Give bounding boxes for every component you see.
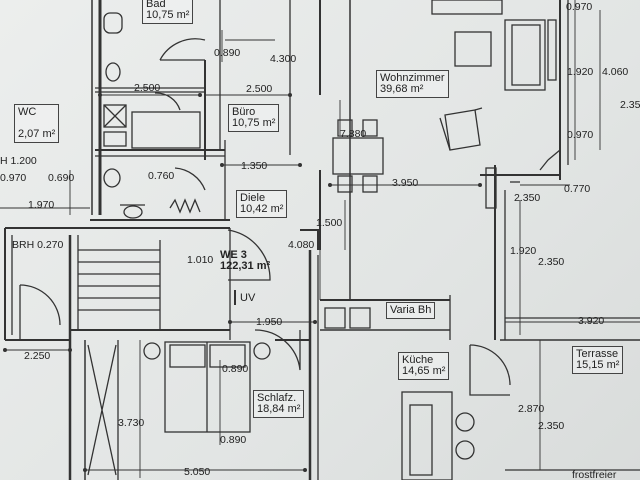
dim-1500: 1.500: [316, 217, 343, 229]
dim-2350a: 2.350: [514, 192, 541, 204]
dim-2500a: 2.500: [134, 82, 161, 94]
room-bad: Bad 10,75 m²: [142, 0, 194, 24]
room-diele: Diele 10,42 m²: [236, 190, 288, 218]
dim-1970: 1.970: [28, 199, 55, 211]
room-kueche: Küche 14,65 m²: [398, 352, 450, 380]
room-schlafz-name: Schlafz.: [257, 392, 297, 404]
room-buero: Büro 10,75 m²: [228, 104, 280, 132]
room-kueche-area: 14,65 m²: [402, 365, 446, 377]
dim-2350c: 2.350: [538, 420, 565, 432]
dim-0890a: 0.890: [214, 47, 241, 59]
label-uv: UV: [240, 292, 256, 304]
room-wc: WC 2,07 m²: [14, 104, 60, 143]
room-schlafz: Schlafz. 18,84 m²: [253, 390, 305, 418]
room-terrasse: Terrasse 15,15 m²: [572, 346, 624, 374]
room-wohnzimmer-name: Wohnzimmer: [380, 72, 445, 84]
room-varia: Varia Bh: [386, 302, 436, 319]
dim-1920b: 1.920: [510, 245, 537, 257]
dim-2500b: 2.500: [246, 83, 273, 95]
dim-3920: 3.920: [578, 315, 605, 327]
room-schlafz-area: 18,84 m²: [257, 403, 301, 415]
room-wc-area: 2,07 m²: [18, 128, 56, 140]
dim-0970b: 0.970: [567, 129, 594, 141]
dim-0770: 0.770: [564, 183, 591, 195]
room-we3-name: WE 3: [220, 249, 247, 261]
room-wohnzimmer: Wohnzimmer 39,68 m²: [376, 70, 449, 98]
dim-4060: 4.060: [602, 66, 629, 78]
dim-2350d: 2.35: [620, 99, 640, 111]
dim-1920: 1.920: [567, 66, 594, 78]
room-kueche-name: Küche: [402, 354, 434, 366]
room-we3: WE 3 122,31 m²: [220, 250, 270, 272]
room-varia-name: Varia Bh: [390, 304, 432, 316]
dim-0970a: 0.970: [566, 1, 593, 13]
dim-4080: 4.080: [288, 239, 315, 251]
dim-0690: 0.690: [48, 172, 75, 184]
dim-0970c: 0.970: [0, 172, 27, 184]
dim-3950: 3.950: [392, 177, 419, 189]
dim-1010: 1.010: [187, 254, 214, 266]
room-terrasse-name: Terrasse: [576, 348, 619, 360]
dim-2350b: 2.350: [538, 256, 565, 268]
room-buero-area: 10,75 m²: [232, 117, 276, 129]
label-brh-left: BRH 0.270: [12, 239, 64, 251]
dim-4300: 4.300: [270, 53, 297, 65]
room-terrasse-area: 15,15 m²: [576, 359, 620, 371]
dim-0890c: 0.890: [220, 434, 247, 446]
dim-0760: 0.760: [148, 170, 175, 182]
room-bad-name: Bad: [146, 0, 166, 10]
dim-5050: 5.050: [184, 466, 211, 478]
room-bad-area: 10,75 m²: [146, 9, 190, 21]
label-brh-top: H 1.200: [0, 155, 37, 167]
dim-3730: 3.730: [118, 417, 145, 429]
room-wohnzimmer-area: 39,68 m²: [380, 83, 424, 95]
room-buero-name: Büro: [232, 106, 256, 118]
dim-1950: 1.950: [256, 316, 283, 328]
dim-0890b: 0.890: [222, 363, 249, 375]
dim-7880: 7.880: [340, 128, 367, 140]
room-wc-name: WC: [18, 106, 37, 118]
dim-1350: 1.350: [241, 160, 268, 172]
label-frost: frostfreier: [572, 469, 617, 480]
room-we3-area: 122,31 m²: [220, 260, 271, 272]
dim-2250: 2.250: [24, 350, 51, 362]
room-diele-area: 10,42 m²: [240, 203, 284, 215]
room-diele-name: Diele: [240, 192, 266, 204]
dim-2870: 2.870: [518, 403, 545, 415]
